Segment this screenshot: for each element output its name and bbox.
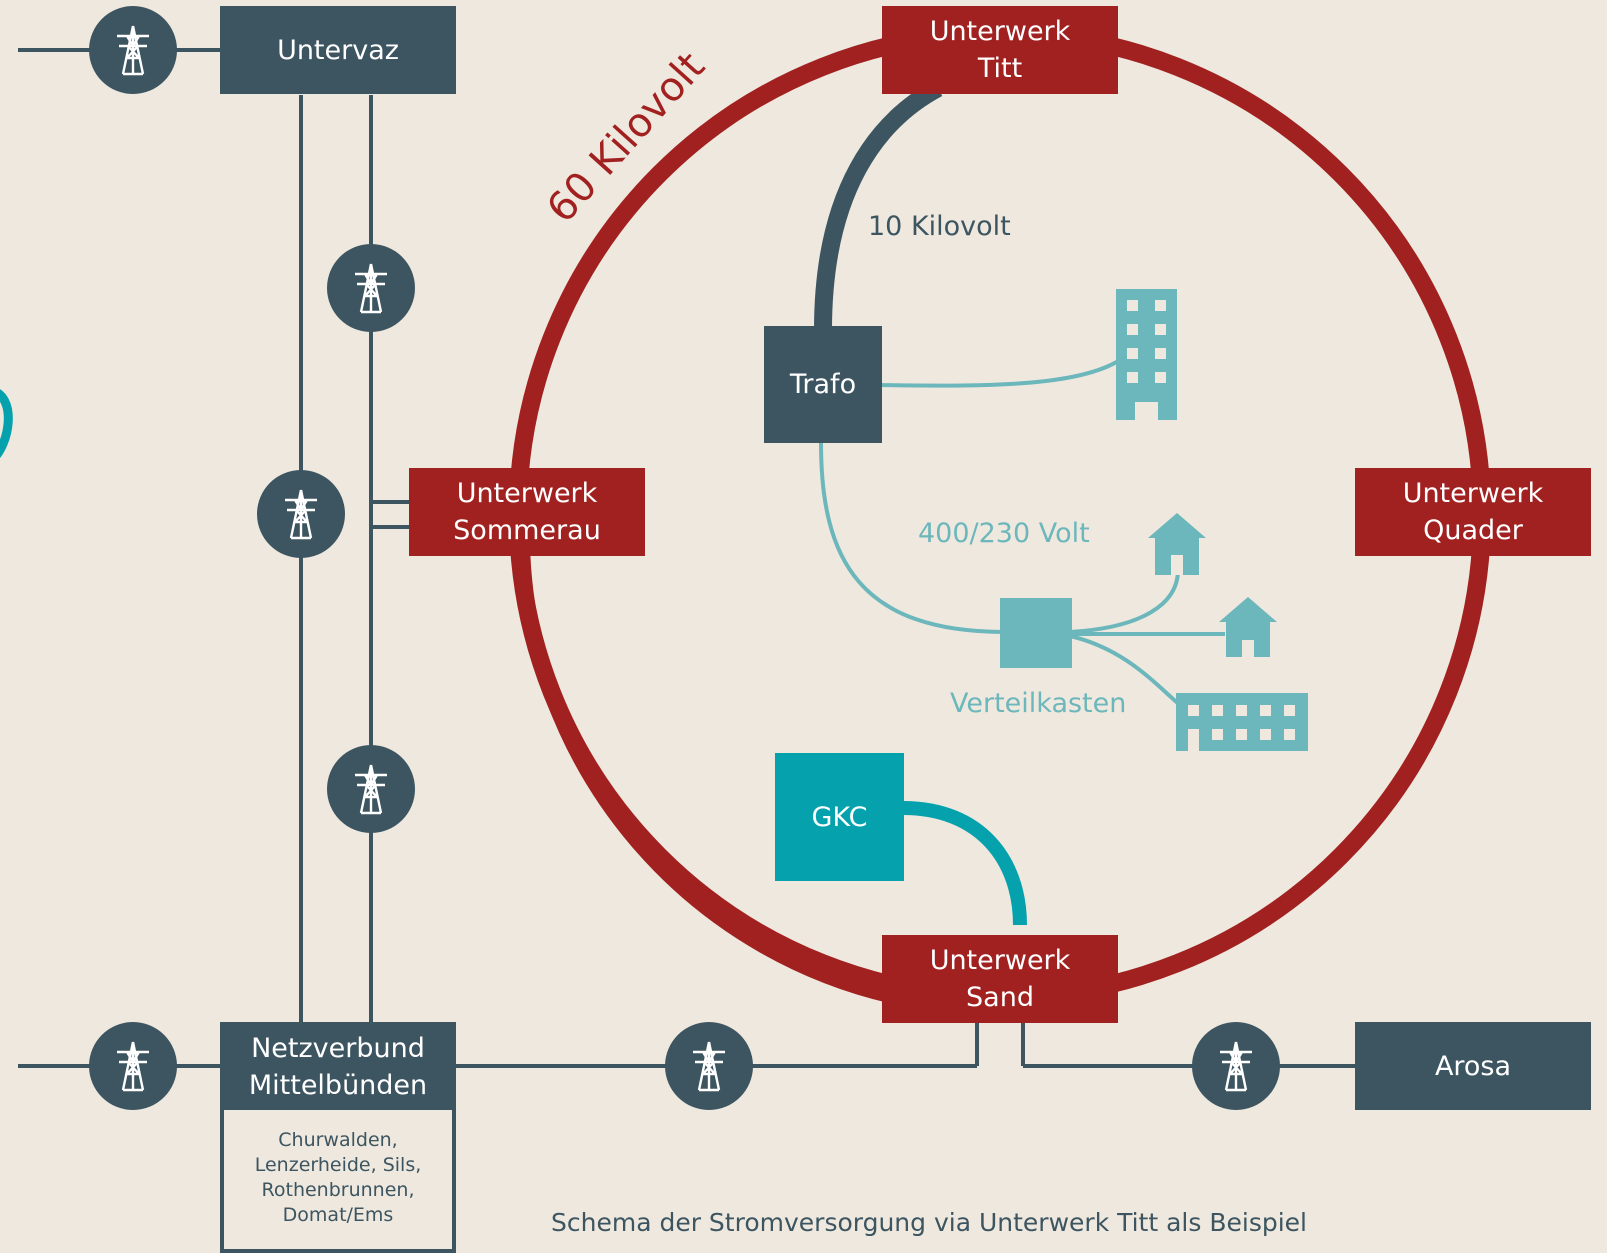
node-label: Quader <box>1423 515 1523 546</box>
node-unterwerk-sand: Unterwerk Sand <box>882 935 1118 1023</box>
label-10-kilovolt: 10 Kilovolt <box>868 211 1011 242</box>
house-icon <box>1148 513 1206 575</box>
line-10kv <box>814 80 943 331</box>
label-400-230-volt: 400/230 Volt <box>918 518 1090 549</box>
node-label: Netzverbund <box>251 1033 425 1064</box>
node-label: Unterwerk <box>456 478 598 509</box>
node-unterwerk-titt: Unterwerk Titt <box>882 6 1118 94</box>
node-label: Arosa <box>1434 1050 1512 1082</box>
municipality-item: Churwalden, <box>278 1129 398 1151</box>
power-tower-icon <box>1192 1022 1280 1110</box>
node-label: Sommerau <box>453 515 601 546</box>
node-label: Untervaz <box>277 34 399 66</box>
node-label: Trafo <box>789 369 857 400</box>
node-unterwerk-sommerau: Unterwerk Sommerau <box>409 468 645 556</box>
line-gkc-sand <box>902 801 1027 926</box>
municipality-item: Rothenbrunnen, <box>261 1179 415 1201</box>
lowvolt-lines <box>819 358 1225 712</box>
node-netzverbund-mittelbuenden: Netzverbund Mittelbünden <box>220 1022 456 1112</box>
municipality-item: Lenzerheide, Sils, <box>254 1154 422 1176</box>
power-tower-icon <box>327 244 415 332</box>
ring-double-line <box>516 544 910 1007</box>
node-label: Titt <box>977 53 1023 84</box>
node-label: Unterwerk <box>929 16 1071 47</box>
node-label: Mittelbünden <box>248 1070 428 1101</box>
line-trafo-verteilkasten <box>819 442 1006 634</box>
node-trafo: Trafo <box>764 326 882 443</box>
power-tower-icon <box>89 1022 177 1110</box>
node-untervaz: Untervaz <box>220 6 456 94</box>
node-label: Sand <box>966 982 1034 1013</box>
municipality-list: Churwalden, Lenzerheide, Sils, Rothenbru… <box>220 1110 456 1253</box>
house-icon <box>1219 597 1277 657</box>
node-label: GKC <box>811 801 868 833</box>
node-gkc: GKC <box>775 753 904 881</box>
node-unterwerk-quader: Unterwerk Quader <box>1355 468 1591 556</box>
power-tower-icon <box>665 1022 753 1110</box>
label-verteilkasten: Verteilkasten <box>950 688 1127 719</box>
municipality-item: Domat/Ems <box>282 1204 394 1226</box>
power-tower-icon <box>327 745 415 833</box>
apartment-building-icon <box>1116 289 1177 420</box>
line-to-house-1 <box>1069 569 1180 634</box>
cropped-glyph <box>0 389 13 458</box>
power-tower-icon <box>89 6 177 94</box>
node-label: Unterwerk <box>1402 478 1544 509</box>
row-building-icon <box>1176 693 1308 751</box>
verteilkasten-box <box>1000 598 1072 668</box>
power-tower-icon <box>257 470 345 558</box>
line-trafo-apartment <box>879 358 1122 388</box>
node-arosa: Arosa <box>1355 1022 1591 1110</box>
feeder-lines <box>18 48 1355 1068</box>
diagram-caption: Schema der Stromversorgung via Unterwerk… <box>551 1208 1307 1237</box>
node-label: Unterwerk <box>929 945 1071 976</box>
